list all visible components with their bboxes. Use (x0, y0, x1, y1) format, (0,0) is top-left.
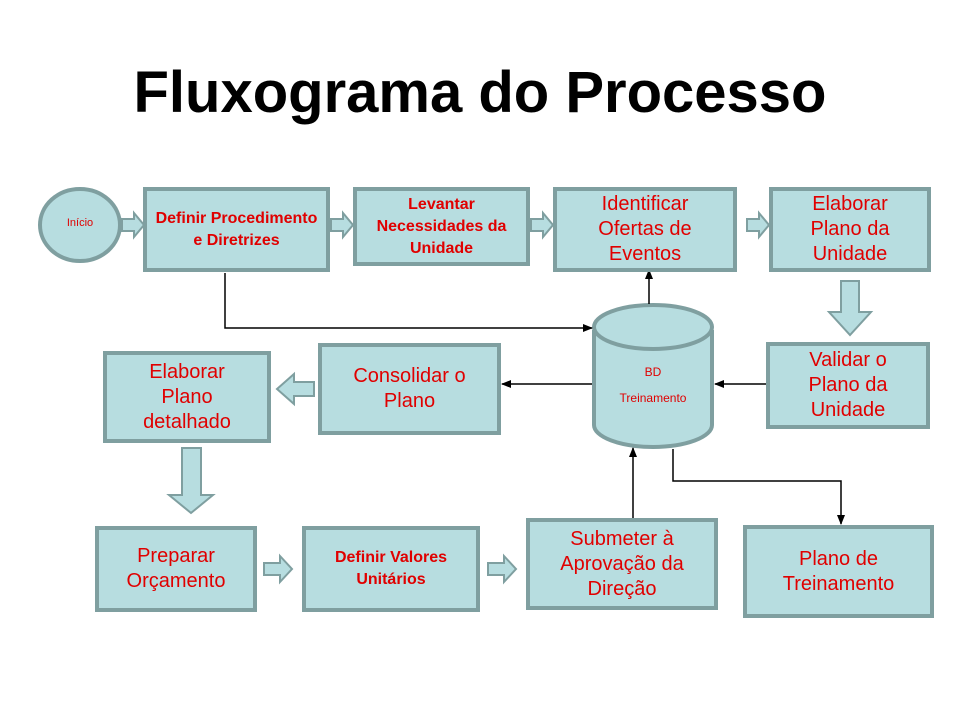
node-submeter-aprovacao-label: Submeter à Aprovação da Direção (560, 527, 684, 600)
node-preparar-orcamento[interactable]: Preparar Orçamento (95, 526, 257, 612)
database-node[interactable] (592, 303, 714, 449)
node-consolidar-plano[interactable]: Consolidar o Plano (318, 343, 501, 435)
node-identificar-ofertas[interactable]: Identificar Ofertas de Eventos (553, 187, 737, 272)
database-top (592, 303, 714, 351)
node-submeter-aprovacao[interactable]: Submeter à Aprovação da Direção (526, 518, 718, 610)
node-elaborar-plano-unidade-label: Elaborar Plano da Unidade (810, 193, 890, 265)
node-definir-valores[interactable]: Definir Valores Unitários (302, 526, 480, 612)
node-identificar-ofertas-label: Identificar Ofertas de Eventos (598, 193, 692, 265)
block-arrow-levantar-to-identificar (530, 210, 555, 240)
line-definir-to-bd (224, 273, 593, 332)
node-plano-treinamento[interactable]: Plano de Treinamento (743, 525, 934, 618)
node-definir-valores-label: Definir Valores Unitários (334, 549, 448, 588)
page-title: Fluxograma do Processo (133, 60, 827, 125)
node-preparar-orcamento-label: Preparar Orçamento (126, 545, 226, 592)
block-arrow-definir-valores-to-submeter (487, 553, 518, 585)
node-plano-treinamento-label: Plano de Treinamento (782, 547, 895, 595)
node-elaborar-plano-detalhado[interactable]: Elaborar Plano detalhado (103, 351, 271, 443)
node-consolidar-plano-label: Consolidar o Plano (353, 365, 466, 412)
database-label-bd: BD (644, 365, 662, 379)
node-validar-plano[interactable]: Validar o Plano da Unidade (766, 342, 930, 429)
block-arrow-elaborar-to-validar (826, 280, 874, 337)
block-arrow-preparar-to-definir-valores (263, 553, 294, 585)
block-arrow-detalhado-to-preparar (166, 447, 216, 515)
node-levantar-necessidades[interactable]: Levantar Necessidades da Unidade (353, 187, 530, 266)
node-elaborar-plano-unidade[interactable]: Elaborar Plano da Unidade (769, 187, 931, 272)
start-node-shape[interactable] (38, 187, 122, 263)
block-arrow-inicio-to-definir (121, 210, 146, 240)
database-body (592, 330, 714, 449)
block-arrow-consolidar-to-detalhado (275, 371, 315, 407)
node-definir-procedimento-label: Definir Procedimento e Diretrizes (155, 209, 318, 249)
node-validar-plano-label: Validar o Plano da Unidade (808, 349, 888, 421)
database-label-treinamento: Treinamento (619, 391, 687, 405)
line-bd-to-plano-treinamento (672, 449, 845, 525)
node-definir-procedimento[interactable]: Definir Procedimento e Diretrizes (143, 187, 330, 272)
block-arrow-identificar-to-elaborar (746, 210, 771, 240)
block-arrow-definir-to-levantar (330, 210, 355, 240)
node-elaborar-plano-detalhado-label: Elaborar Plano detalhado (143, 360, 231, 433)
start-node-label: Início (66, 217, 94, 229)
node-levantar-necessidades-label: Levantar Necessidades da Unidade (376, 195, 507, 257)
